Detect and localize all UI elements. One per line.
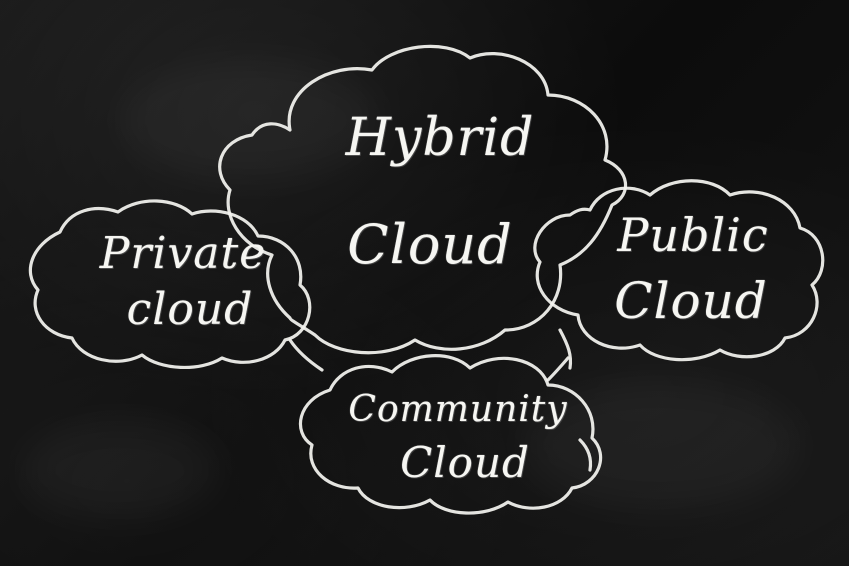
hybrid-cloud-label: Hybrid bbox=[310, 112, 570, 164]
hybrid-cloud-outline bbox=[218, 44, 628, 355]
hybrid-label-line1: Hybrid bbox=[345, 108, 535, 168]
community-cloud-label: Community bbox=[328, 392, 588, 428]
public-label-line2: Cloud bbox=[614, 272, 768, 330]
hybrid-cloud-label-second: Cloud bbox=[300, 218, 560, 272]
community-label-line1: Community bbox=[348, 389, 568, 430]
connector-line bbox=[558, 328, 573, 370]
public-cloud-outline bbox=[533, 179, 825, 362]
connector-line bbox=[288, 338, 324, 372]
public-cloud-label-second: Cloud bbox=[586, 276, 796, 326]
connector-line bbox=[578, 438, 593, 472]
public-cloud-label: Public bbox=[588, 212, 798, 258]
hybrid-label-line2: Cloud bbox=[347, 213, 513, 276]
community-label-line2: Cloud bbox=[400, 438, 530, 487]
connector-line bbox=[546, 356, 570, 382]
private-label-line2: cloud bbox=[126, 284, 254, 335]
community-cloud-label-second: Cloud bbox=[360, 442, 570, 484]
private-label-line1: Private bbox=[99, 228, 267, 279]
public-label-line1: Public bbox=[617, 208, 769, 262]
community-cloud-outline bbox=[298, 354, 603, 515]
private-cloud-label-second: cloud bbox=[90, 288, 290, 332]
private-cloud-outline bbox=[28, 199, 312, 369]
private-cloud-label: Private bbox=[78, 232, 288, 276]
